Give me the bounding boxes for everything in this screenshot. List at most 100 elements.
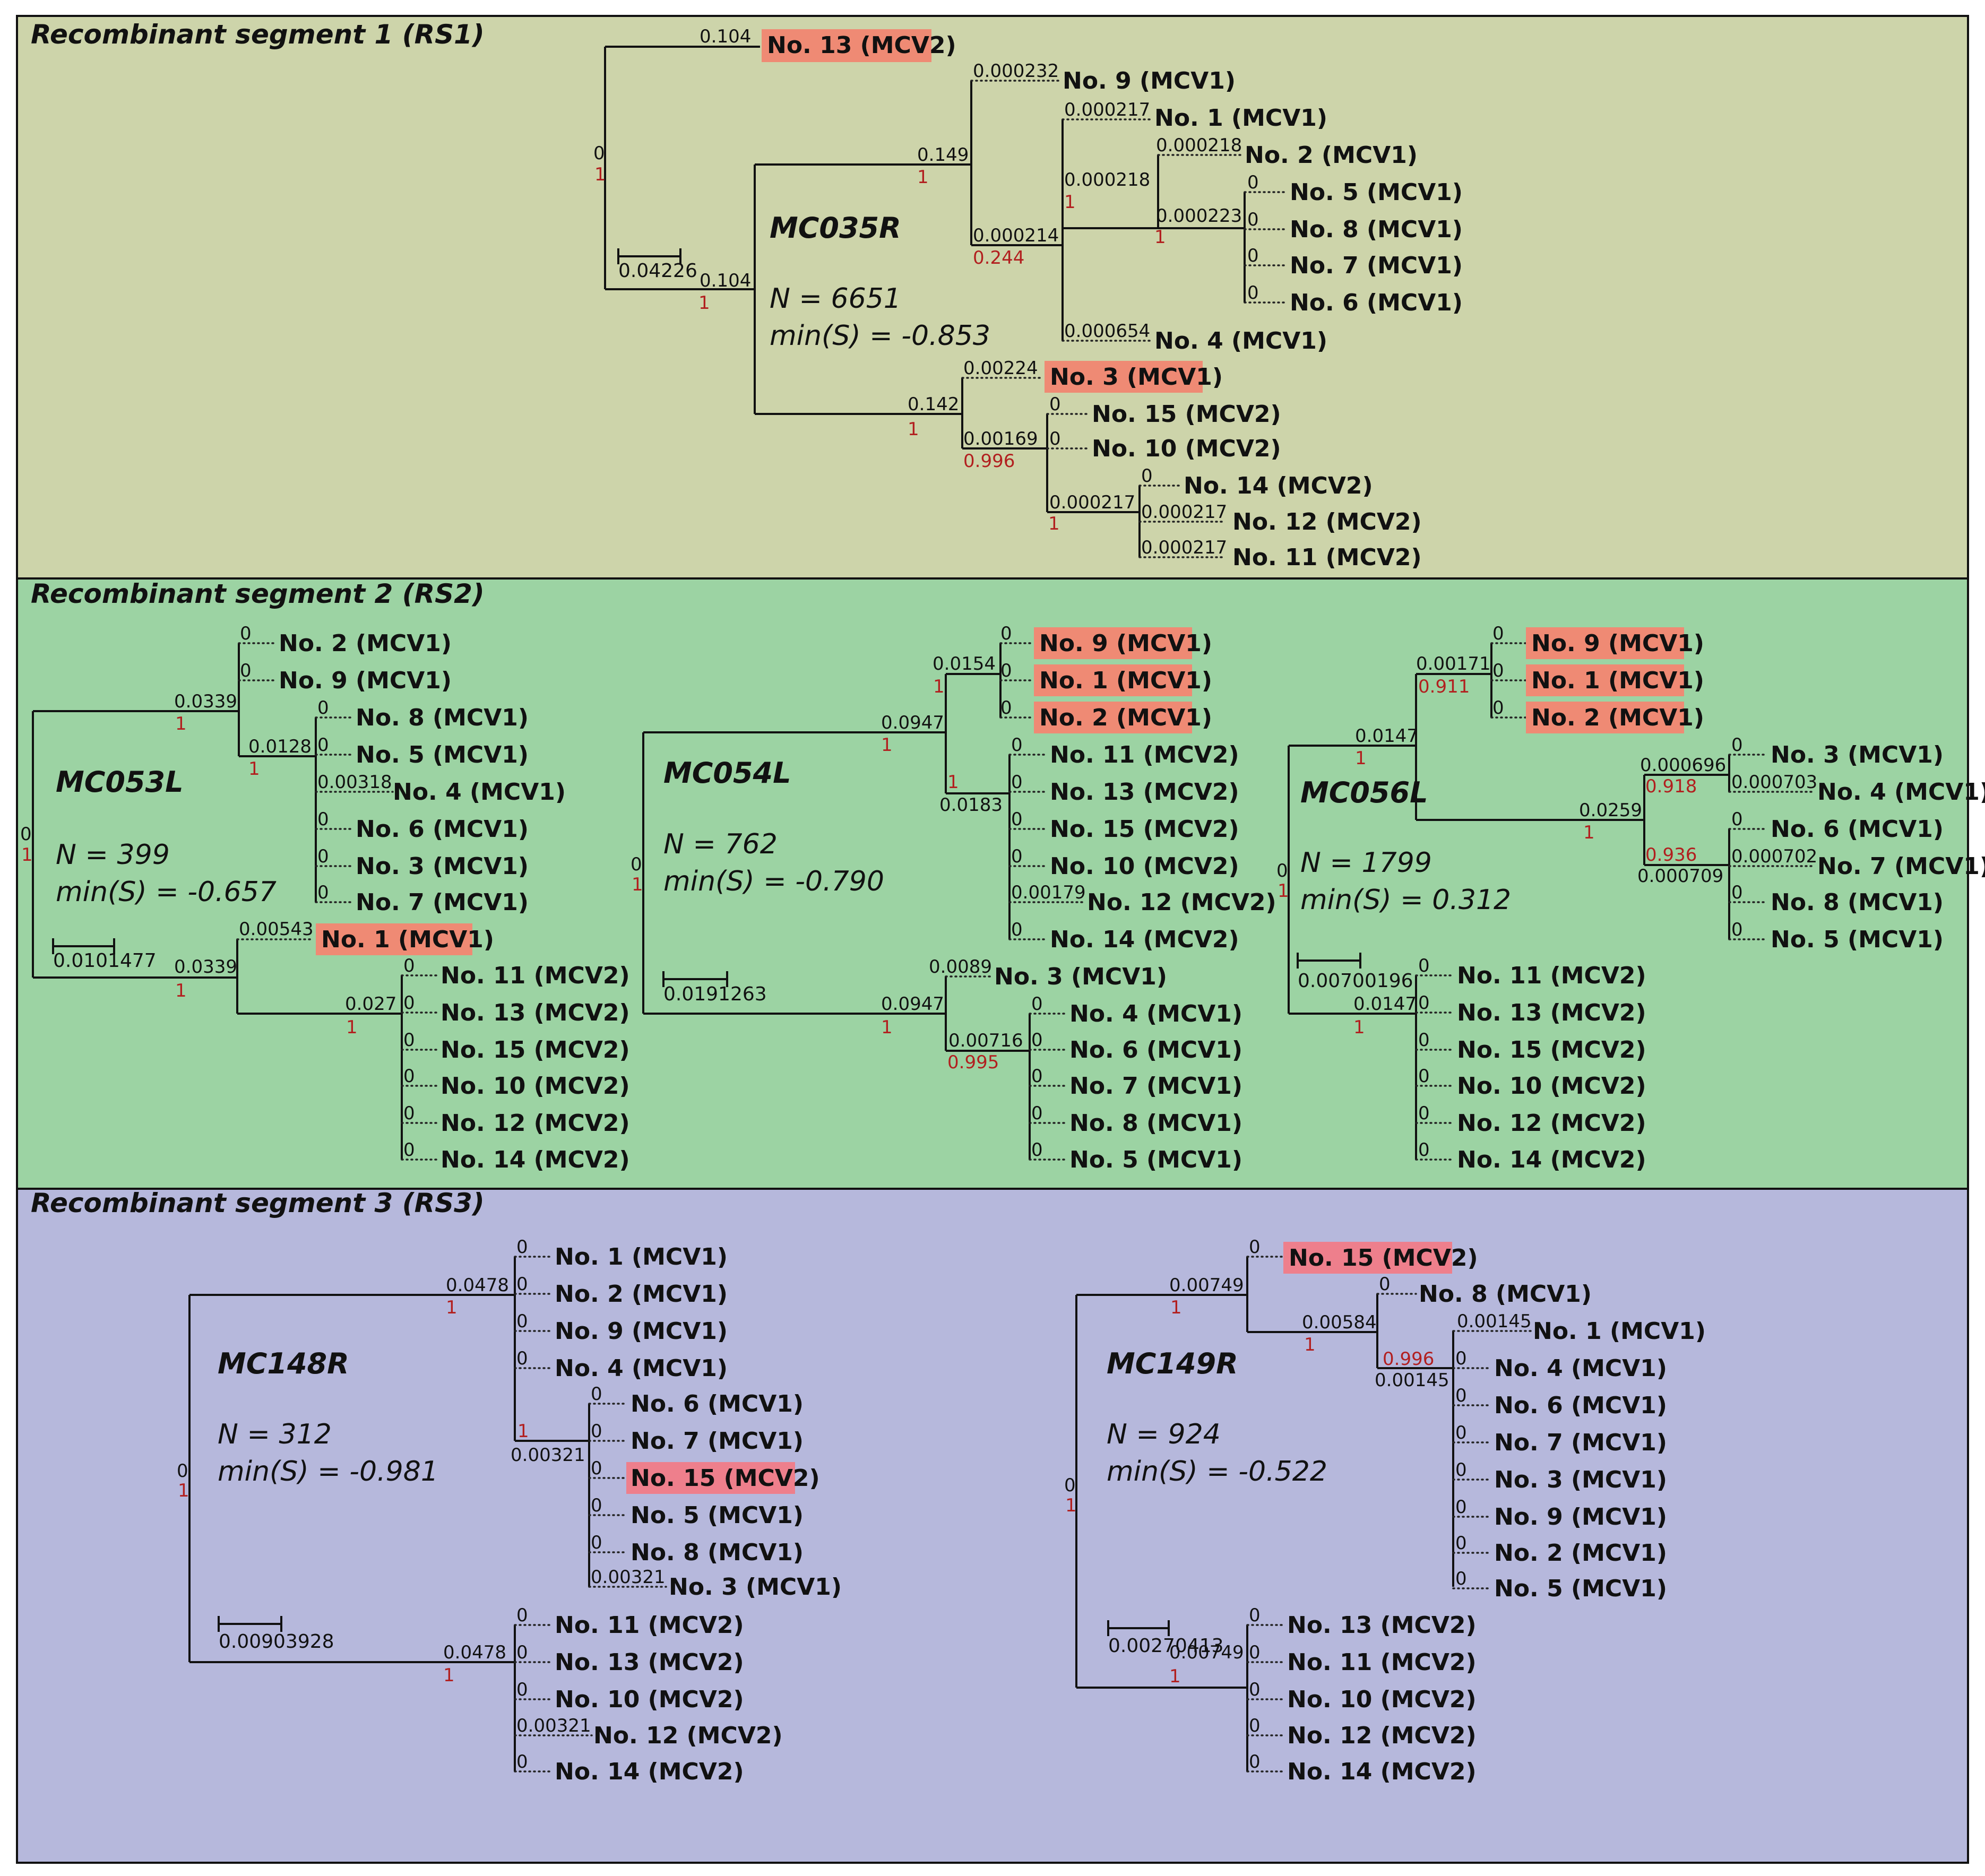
tip-label: No. 11 (MCV2) bbox=[1457, 962, 1646, 989]
branch-length: 0 bbox=[1247, 282, 1259, 304]
node-branch-length: 0.0478 bbox=[443, 1642, 506, 1663]
node-branch-length: 0.00145 bbox=[1375, 1370, 1449, 1391]
branch-length: 0.00145 bbox=[1457, 1311, 1532, 1332]
node-support: 1 bbox=[1304, 1334, 1316, 1355]
tip-label: No. 12 (MCV2) bbox=[1232, 508, 1422, 535]
branch-length: 0 bbox=[240, 660, 252, 681]
tip-label: No. 9 (MCV1) bbox=[555, 1318, 728, 1345]
node-support: 0.918 bbox=[1645, 776, 1697, 797]
node-support: 1 bbox=[175, 980, 187, 1001]
tip-label: No. 8 (MCV1) bbox=[356, 704, 529, 731]
tip-label: No. 4 (MCV1) bbox=[1817, 779, 1985, 806]
branch-length: 0.104 bbox=[700, 26, 751, 47]
sample-size: N = 1799 bbox=[1300, 847, 1432, 879]
tip-label: No. 7 (MCV1) bbox=[1069, 1073, 1242, 1100]
min-s-value: min(S) = 0.312 bbox=[1300, 884, 1511, 916]
node-support: 1 bbox=[1154, 227, 1166, 248]
branch-length: 0 bbox=[1492, 697, 1504, 719]
node-support: 1 bbox=[1048, 513, 1060, 534]
tip-label: No. 7 (MCV1) bbox=[1817, 853, 1985, 880]
tip-label: No. 14 (MCV2) bbox=[1184, 472, 1373, 499]
node-support: 1 bbox=[1065, 1495, 1077, 1516]
node-branch-length: 0 bbox=[1276, 860, 1288, 881]
tip-label: No. 3 (MCV1) bbox=[994, 963, 1167, 990]
node-support: 1 bbox=[698, 292, 710, 314]
scale-label: 0.04226 bbox=[618, 260, 697, 282]
node-support: 1 bbox=[881, 1017, 893, 1038]
branch-length: 0 bbox=[1031, 1030, 1043, 1051]
tip-label: No. 14 (MCV2) bbox=[1287, 1758, 1477, 1785]
min-s-value: min(S) = -0.853 bbox=[770, 320, 990, 352]
tip-label: No. 13 (MCV2) bbox=[767, 32, 956, 59]
scale-label: 0.0101477 bbox=[53, 950, 157, 972]
branch-length: 0 bbox=[1249, 1679, 1261, 1700]
branch-length: 0 bbox=[1000, 697, 1012, 719]
branch-length: 0.000654 bbox=[1064, 321, 1150, 342]
branch-length: 0 bbox=[1455, 1568, 1467, 1589]
node-branch-length: 0.0183 bbox=[939, 794, 1003, 816]
branch-length: 0 bbox=[1247, 172, 1259, 193]
tip-label: No. 9 (MCV1) bbox=[1063, 67, 1236, 94]
branch-length: 0 bbox=[1011, 734, 1023, 756]
node-support: 0.996 bbox=[963, 451, 1015, 472]
branch-length: 0 bbox=[403, 1139, 415, 1161]
tip-label: No. 8 (MCV1) bbox=[1771, 889, 1944, 916]
tree-mc053l: No. 2 (MCV1) No. 9 (MCV1) No. 8 (MCV1) N… bbox=[20, 623, 630, 1173]
node-support: 0.936 bbox=[1645, 844, 1697, 866]
tip-label: No. 2 (MCV1) bbox=[279, 630, 452, 657]
tip-label: No. 5 (MCV1) bbox=[631, 1502, 804, 1529]
scale-bar bbox=[1107, 1620, 1170, 1636]
branch-length: 0 bbox=[1141, 465, 1153, 487]
branch-length: 0 bbox=[591, 1384, 602, 1405]
scale-bar bbox=[662, 971, 728, 987]
gene-name: MC148R bbox=[218, 1347, 349, 1380]
branch-length: 0 bbox=[1049, 428, 1061, 449]
branch-length: 0 bbox=[591, 1532, 602, 1553]
rs3-title: Recombinant segment 3 (RS3) bbox=[31, 1188, 485, 1218]
tip-label: No. 15 (MCV2) bbox=[1092, 401, 1281, 428]
branch-length: 0.000217 bbox=[1141, 537, 1227, 558]
min-s-value: min(S) = -0.522 bbox=[1107, 1456, 1327, 1488]
node-branch-length: 0.149 bbox=[917, 144, 969, 166]
scale-bar bbox=[617, 248, 681, 264]
tree-mc148r: No. 1 (MCV1) No. 2 (MCV1) No. 9 (MCV1) N… bbox=[177, 1237, 842, 1785]
tip-label: No. 6 (MCV1) bbox=[1069, 1036, 1242, 1064]
gene-name: MC054L bbox=[663, 756, 791, 790]
branch-length: 0 bbox=[403, 992, 415, 1014]
tip-label: No. 5 (MCV1) bbox=[356, 741, 529, 768]
tip-label: No. 6 (MCV1) bbox=[356, 816, 529, 843]
node-branch-length: 0 bbox=[20, 824, 32, 845]
node-branch-length: 0.000696 bbox=[1640, 755, 1726, 776]
branch-length: 0 bbox=[403, 1030, 415, 1051]
tip-label: No. 3 (MCV1) bbox=[356, 853, 529, 880]
branch-length: 0 bbox=[1049, 394, 1061, 415]
node-support: 1 bbox=[21, 844, 33, 866]
branch-length: 0 bbox=[1455, 1348, 1467, 1369]
sample-size: N = 312 bbox=[218, 1419, 332, 1450]
branch-length: 0.00224 bbox=[963, 358, 1038, 379]
tree-mc056l: No. 9 (MCV1) No. 1 (MCV1) No. 2 (MCV1) N… bbox=[1276, 623, 1985, 1173]
tip-label: No. 8 (MCV1) bbox=[1069, 1110, 1242, 1137]
tip-label: No. 7 (MCV1) bbox=[631, 1428, 804, 1455]
tip-label: No. 13 (MCV2) bbox=[1457, 999, 1646, 1026]
gene-name: MC056L bbox=[1300, 776, 1428, 809]
branch-length: 0 bbox=[1000, 660, 1012, 681]
node-branch-length: 0.0154 bbox=[933, 653, 996, 675]
tip-highlight bbox=[316, 923, 472, 955]
tip-label: No. 6 (MCV1) bbox=[1290, 289, 1463, 316]
branch-length: 0.000218 bbox=[1156, 135, 1242, 156]
tip-label: No. 11 (MCV2) bbox=[555, 1612, 744, 1639]
tip-label: No. 10 (MCV2) bbox=[1287, 1686, 1477, 1713]
tip-label: No. 5 (MCV1) bbox=[1290, 179, 1463, 206]
tree-mc035r: No. 13 (MCV2) No. 9 (MCV1) No. 1 (MCV1) … bbox=[593, 26, 1463, 571]
node-support: 1 bbox=[178, 1480, 189, 1501]
node-support: 0.244 bbox=[973, 247, 1024, 269]
tip-label: No. 2 (MCV1) bbox=[1494, 1540, 1667, 1567]
rs3-panel bbox=[16, 1188, 1969, 1864]
node-branch-length: 0.00584 bbox=[1302, 1312, 1377, 1333]
branch-length: 0 bbox=[1731, 734, 1743, 756]
tip-label: No. 10 (MCV2) bbox=[1050, 853, 1239, 880]
node-support: 0.911 bbox=[1418, 676, 1470, 697]
tip-label: No. 4 (MCV1) bbox=[1069, 1000, 1242, 1027]
branch-length: 0 bbox=[516, 1274, 528, 1295]
